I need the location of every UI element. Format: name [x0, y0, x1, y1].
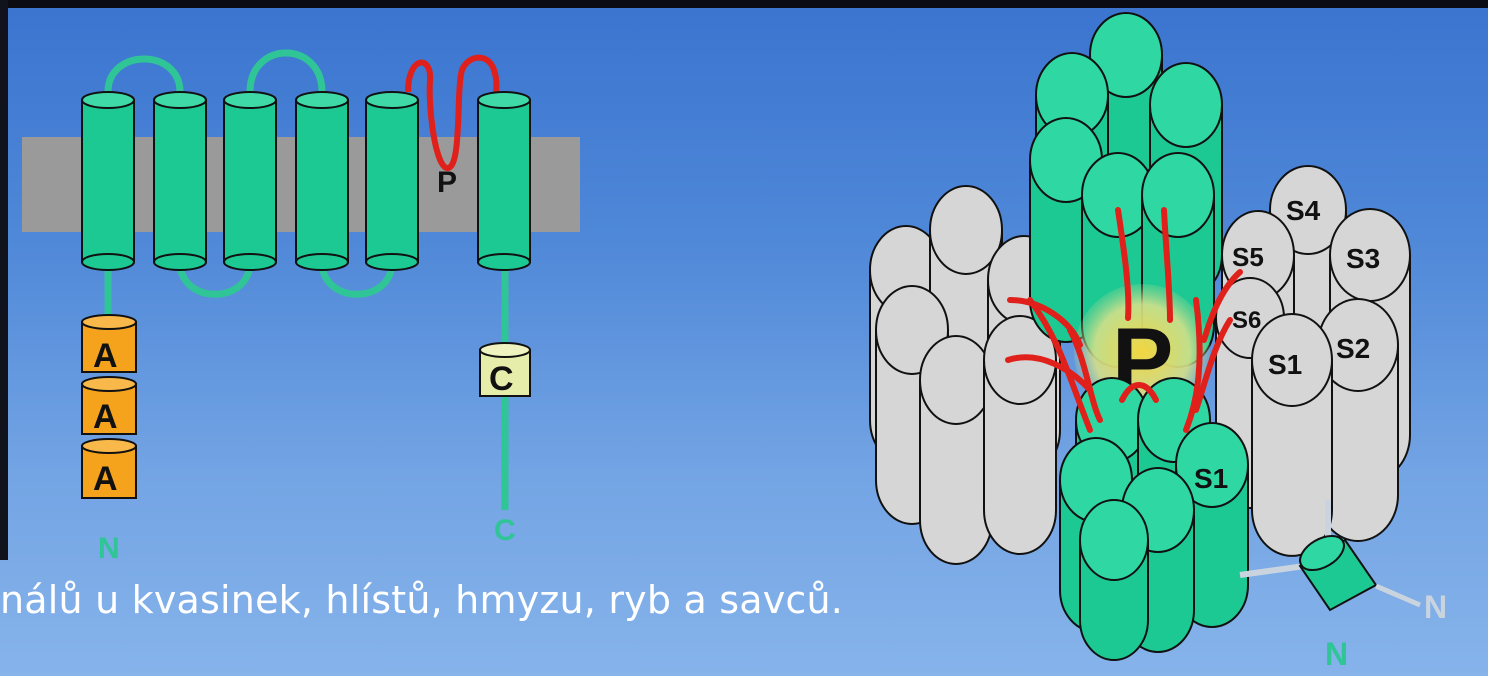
intracellular-loop-2: [318, 261, 396, 298]
green-segment-label-s1: S1: [1194, 463, 1228, 494]
helix-2: [153, 91, 207, 271]
extracellular-loop-1: [104, 55, 184, 93]
helix-5: [365, 91, 419, 271]
segment-label-s5: S5: [1232, 242, 1264, 272]
segment-label-s2: S2: [1336, 333, 1370, 364]
anchor-label-3: A: [93, 460, 118, 498]
helix-1: [81, 91, 135, 271]
n-terminal-domain: [1298, 534, 1378, 612]
intracellular-loop-1: [176, 261, 254, 298]
anchor-domain-3: [81, 438, 137, 499]
c-domain: [479, 342, 531, 397]
c-domain-label: C: [489, 360, 514, 398]
segment-label-s6: S6: [1232, 307, 1261, 334]
pore-loops: [1005, 207, 1243, 433]
grey-subunit-left: [869, 185, 1061, 565]
n-terminus-label-right-2: N: [1424, 589, 1447, 625]
helix-6: [477, 91, 531, 271]
grey-subunit-right: [1215, 165, 1411, 557]
window-top-edge: [0, 0, 1488, 8]
segment-label-s1: S1: [1268, 349, 1302, 380]
pore-loop: [405, 54, 500, 171]
n-terminus-label-left: N: [98, 532, 120, 565]
anchor-label-1: A: [93, 337, 118, 375]
anchor-domain-1: [81, 314, 137, 373]
anchor-domain-2: [81, 376, 137, 435]
n-terminal-branch: [1375, 583, 1421, 608]
pore-label-left: P: [437, 166, 457, 199]
caption-text: nálů u kvasinek, hlístů, hmyzu, ryb a sa…: [0, 578, 844, 622]
green-subunit-bottom: [1059, 377, 1249, 661]
window-left-edge: [0, 0, 8, 560]
channel-topology-diagram: P A A A C N C: [22, 49, 580, 565]
extracellular-loop-2: [246, 49, 326, 93]
segment-label-s3: S3: [1346, 243, 1380, 274]
c-terminus-label-left: C: [494, 514, 516, 547]
helix-3: [223, 91, 277, 271]
helix-4: [295, 91, 349, 271]
anchor-label-2: A: [93, 398, 118, 436]
n-terminus-label-right-1: N: [1325, 636, 1348, 672]
segment-label-s4: S4: [1286, 195, 1321, 226]
